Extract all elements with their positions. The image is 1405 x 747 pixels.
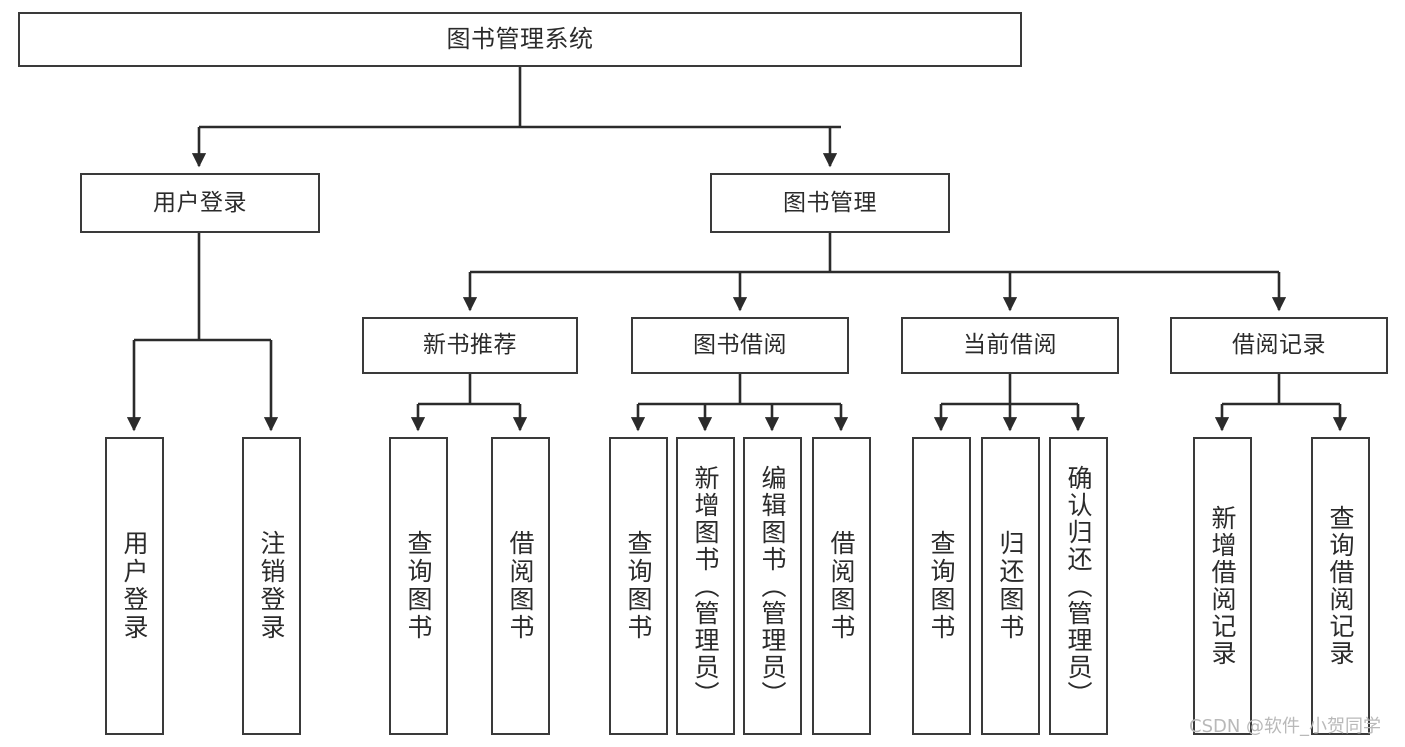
node-leaf-edit-book-label: 编辑图书（管理员） — [758, 464, 787, 708]
node-borrow-record[interactable]: 借阅记录 — [1170, 317, 1388, 374]
node-borrow-record-label: 借阅记录 — [1232, 332, 1326, 359]
node-leaf-borrow-book-1-label: 借阅图书 — [506, 530, 535, 642]
node-book-manage[interactable]: 图书管理 — [710, 173, 950, 233]
node-leaf-logout-label: 注销登录 — [257, 530, 286, 642]
node-user-login[interactable]: 用户登录 — [80, 173, 320, 233]
node-leaf-query-book-3[interactable]: 查询图书 — [912, 437, 971, 735]
node-leaf-query-book-3-label: 查询图书 — [927, 530, 956, 642]
node-leaf-query-book-2[interactable]: 查询图书 — [609, 437, 668, 735]
node-leaf-confirm-return[interactable]: 确认归还（管理员） — [1049, 437, 1108, 735]
node-leaf-return-book-label: 归还图书 — [996, 530, 1025, 642]
node-leaf-borrow-book-1[interactable]: 借阅图书 — [491, 437, 550, 735]
node-leaf-edit-book[interactable]: 编辑图书（管理员） — [743, 437, 802, 735]
node-leaf-user-login[interactable]: 用户登录 — [105, 437, 164, 735]
node-leaf-add-record-label: 新增借阅记录 — [1208, 505, 1237, 667]
node-leaf-add-record[interactable]: 新增借阅记录 — [1193, 437, 1252, 735]
node-leaf-query-book-2-label: 查询图书 — [624, 530, 653, 642]
node-book-manage-label: 图书管理 — [783, 189, 877, 216]
node-book-borrow[interactable]: 图书借阅 — [631, 317, 849, 374]
node-leaf-add-book[interactable]: 新增图书（管理员） — [676, 437, 735, 735]
node-leaf-query-book-1-label: 查询图书 — [404, 530, 433, 642]
node-current-borrow-label: 当前借阅 — [963, 332, 1057, 359]
node-leaf-query-book-1[interactable]: 查询图书 — [389, 437, 448, 735]
node-leaf-borrow-book-2-label: 借阅图书 — [827, 530, 856, 642]
node-leaf-user-login-label: 用户登录 — [120, 530, 149, 642]
node-leaf-borrow-book-2[interactable]: 借阅图书 — [812, 437, 871, 735]
node-leaf-query-record[interactable]: 查询借阅记录 — [1311, 437, 1370, 735]
node-root-label: 图书管理系统 — [446, 24, 594, 53]
node-new-book-rec-label: 新书推荐 — [423, 332, 517, 359]
node-current-borrow[interactable]: 当前借阅 — [901, 317, 1119, 374]
node-leaf-return-book[interactable]: 归还图书 — [981, 437, 1040, 735]
node-leaf-confirm-return-label: 确认归还（管理员） — [1064, 464, 1093, 708]
node-leaf-logout[interactable]: 注销登录 — [242, 437, 301, 735]
node-leaf-query-record-label: 查询借阅记录 — [1326, 505, 1355, 667]
node-leaf-add-book-label: 新增图书（管理员） — [691, 464, 720, 708]
csdn-watermark: CSDN @软件_小贺同学 — [1189, 716, 1382, 737]
node-book-borrow-label: 图书借阅 — [693, 332, 787, 359]
node-root[interactable]: 图书管理系统 — [18, 12, 1022, 67]
node-new-book-rec[interactable]: 新书推荐 — [362, 317, 578, 374]
node-user-login-label: 用户登录 — [153, 189, 247, 216]
